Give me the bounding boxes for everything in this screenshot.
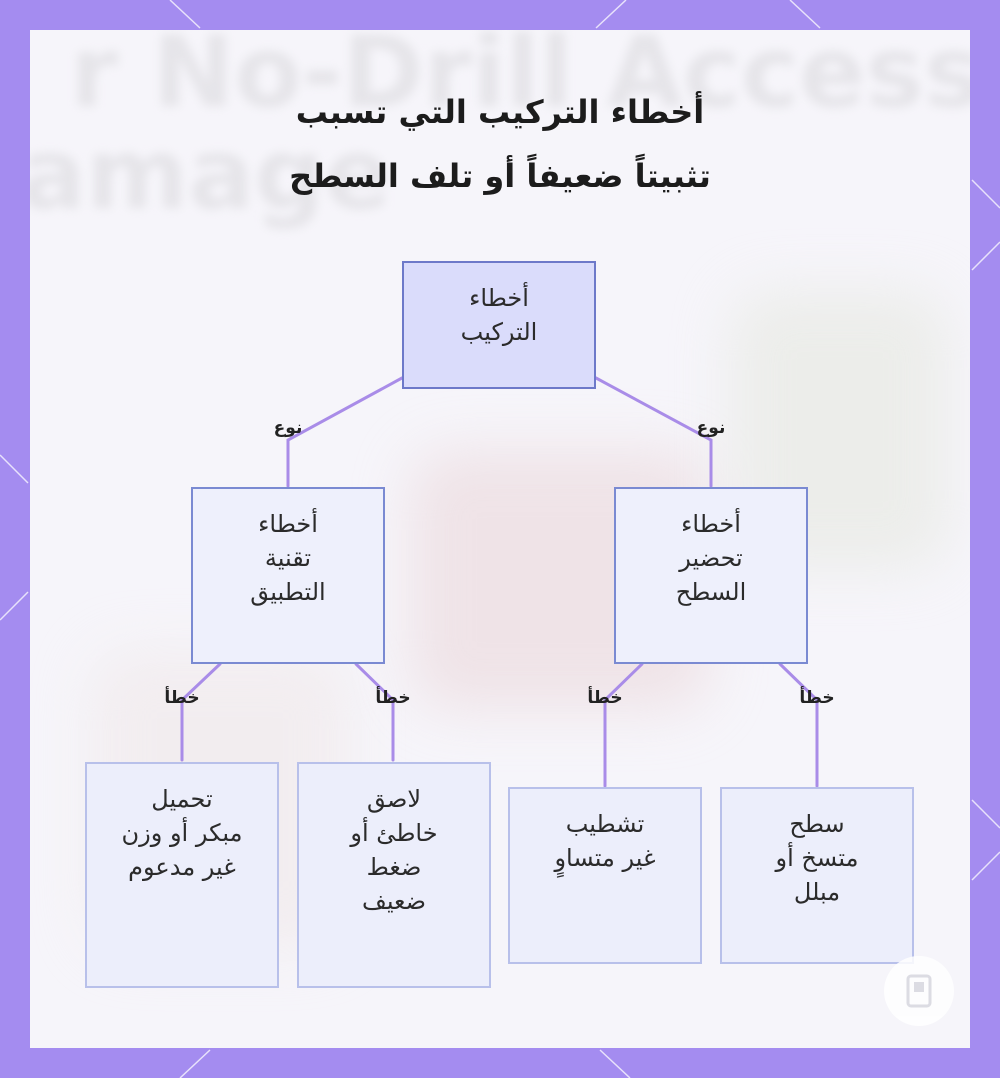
node-dirty-or-wet-surface: سطح متسخ أو مبلل (720, 787, 914, 964)
node-surface-preparation-errors: أخطاء تحضير السطح (614, 487, 808, 664)
node-text: تشطيب (565, 810, 645, 838)
node-text: التطبيق (250, 578, 326, 606)
node-text: مبكر أو وزن (121, 819, 243, 847)
edge-label-error-early-load: خطأ (164, 688, 200, 708)
edge-root-to-surface (594, 376, 713, 488)
edge-label-error-wrong-adhesive: خطأ (375, 688, 411, 708)
node-text: لاصق (366, 785, 422, 813)
edge-root-to-application (286, 376, 404, 488)
edge-label-type-left: نوع (273, 418, 303, 438)
edge-application-to-early-load (180, 662, 222, 762)
node-text: متسخ أو (775, 844, 859, 872)
node-text: ضعيف (361, 887, 427, 915)
node-text: أخطاء (258, 510, 318, 538)
edge-surface-to-uneven-finish (603, 662, 644, 788)
watermark-logo-icon (884, 956, 954, 1026)
node-text: غير مدعوم (128, 853, 236, 881)
node-text: مبلل (793, 878, 841, 906)
node-uneven-finish: تشطيب غير متساوٍ (508, 787, 702, 964)
node-text: أخطاء (681, 510, 741, 538)
edge-label-type-right: نوع (696, 418, 726, 438)
edge-label-error-dirty-surface: خطأ (799, 688, 835, 708)
background-watermark-line2: amage (30, 118, 391, 232)
node-text: السطح (675, 578, 747, 606)
node-text: غير متساوٍ (554, 844, 656, 872)
node-application-technique-errors: أخطاء تقنية التطبيق (191, 487, 385, 664)
title-line-2: تثبيتاً ضعيفاً أو تلف السطح (289, 157, 711, 195)
edge-application-to-wrong-adhesive (354, 662, 395, 762)
node-text: سطح (789, 810, 845, 838)
background-watermark-line1: r No-Drill Accesso (70, 30, 970, 130)
node-text: ضغط (366, 853, 422, 881)
node-text: خاطئ أو (350, 819, 438, 847)
diagram-title: أخطاء التركيب التي تسبب تثبيتاً ضعيفاً أ… (0, 80, 1000, 208)
edge-label-error-uneven-finish: خطأ (587, 688, 623, 708)
node-text: أخطاء (469, 284, 529, 312)
node-text: التركيب (460, 318, 538, 346)
edge-surface-to-dirty-surface (778, 662, 819, 788)
node-early-or-unsupported-load: تحميل مبكر أو وزن غير مدعوم (85, 762, 279, 988)
node-text: تحميل (151, 785, 213, 813)
node-wrong-adhesive-or-weak-pressure: لاصق خاطئ أو ضغط ضعيف (297, 762, 491, 988)
title-line-1: أخطاء التركيب التي تسبب (295, 93, 705, 131)
node-text: تقنية (264, 544, 312, 572)
node-installation-errors: أخطاء التركيب (402, 261, 596, 389)
node-text: تحضير (679, 544, 743, 572)
